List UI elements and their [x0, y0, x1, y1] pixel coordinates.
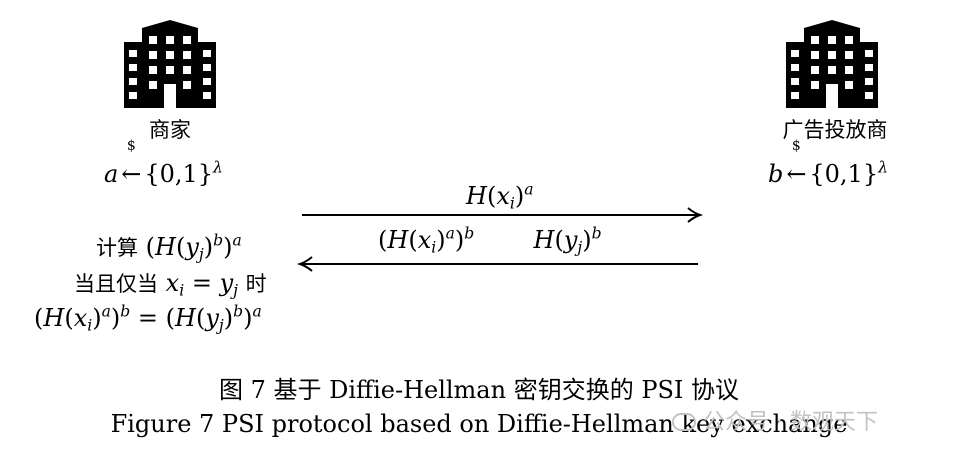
arrow-right	[302, 207, 704, 223]
building-icon	[124, 20, 216, 108]
condition-step: 当且仅当 xi = yj 时	[74, 269, 267, 300]
caption-en: Figure 7 PSI protocol based on Diffie-He…	[110, 410, 848, 438]
equality-step: (H(xi)a)b = (H(yj)b)a	[34, 302, 262, 335]
caption-cn: 图 7 基于 Diffie-Hellman 密钥交换的 PSI 协议	[218, 376, 740, 404]
right-sampling: b$←{0,1}λ	[768, 138, 888, 188]
right-party-label: 广告投放商	[782, 118, 888, 142]
left-sampling: a$←{0,1}λ	[104, 138, 223, 188]
message-2-label: (H(xi)a)b H(yj)b	[378, 224, 602, 257]
compute-step: 计算 (H(yj)b)a	[96, 231, 242, 264]
building-icon	[786, 20, 878, 108]
watermark: 公众号 · 数观天下	[672, 404, 878, 436]
wechat-icon	[672, 413, 696, 431]
arrow-left	[296, 256, 698, 272]
left-party-label: 商家	[149, 118, 191, 142]
message-1-label: H(xi)a	[466, 180, 534, 213]
